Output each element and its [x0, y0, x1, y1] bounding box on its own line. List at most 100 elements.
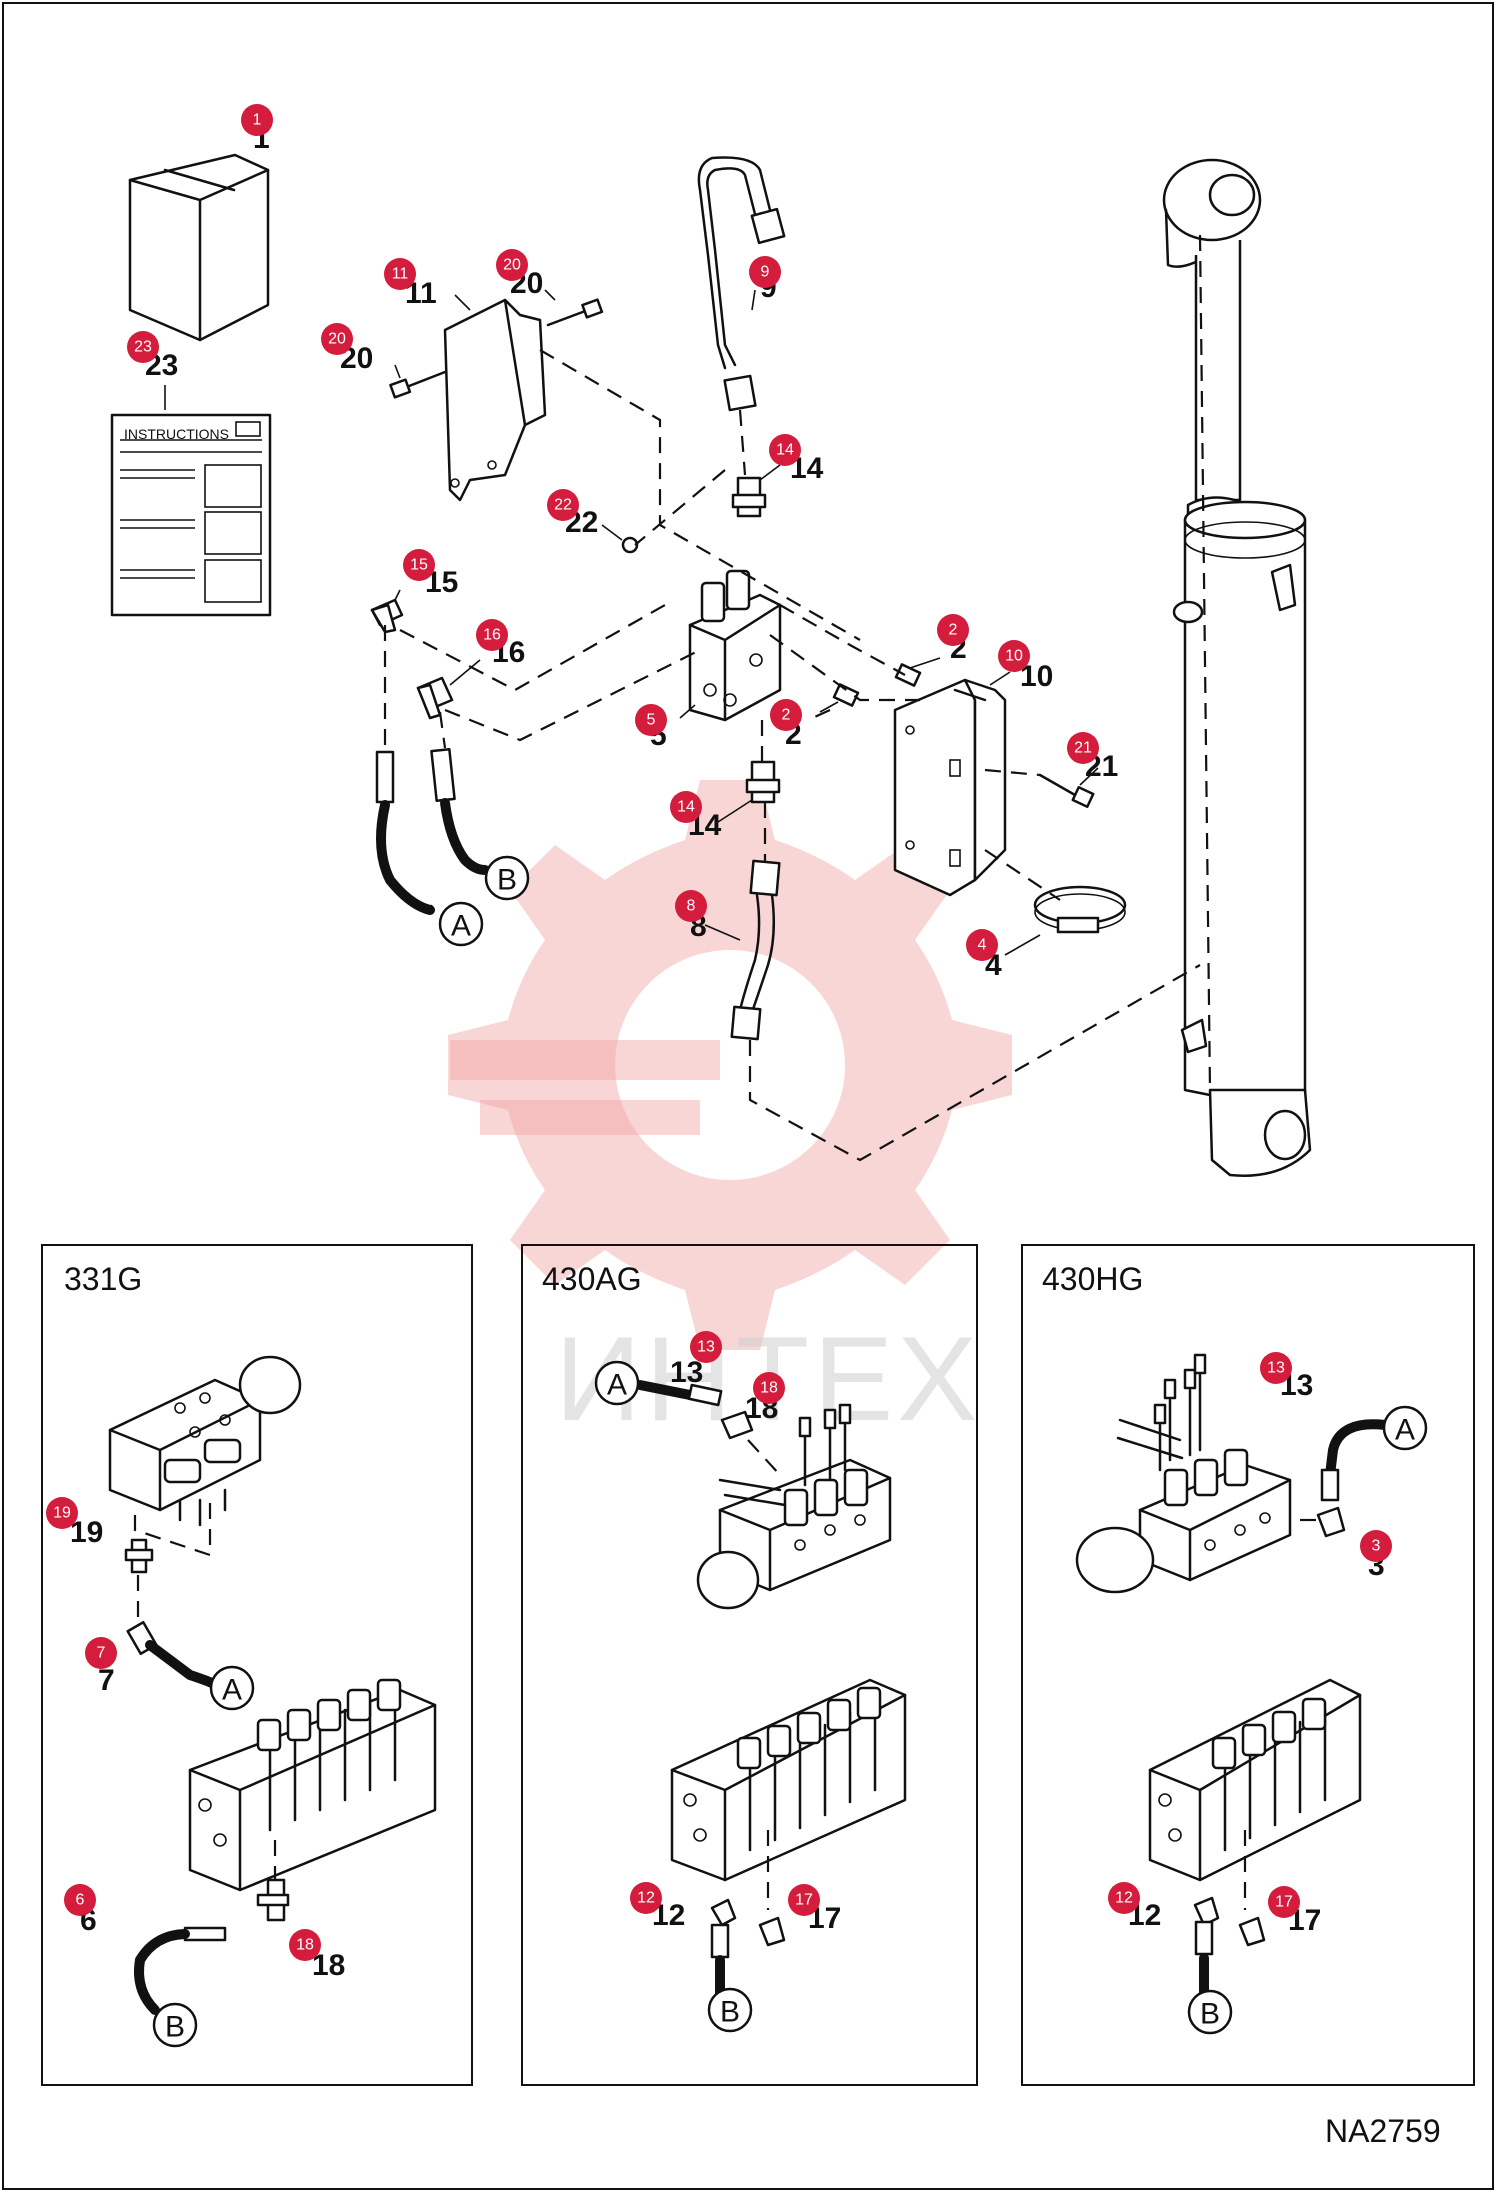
part-instruction-sheet [110, 413, 272, 617]
part-hose-upper-a [375, 750, 435, 915]
svg-text:A: A [1395, 1414, 1415, 1447]
main-callout-badges: 1 23 11 20 20 9 14 22 15 16 5 2 2 10 21 … [127, 104, 1099, 961]
part-mounting-plate [893, 678, 1007, 897]
callout-badge-5: 5 [635, 704, 667, 736]
callout-badge-13: 13 [690, 1331, 722, 1363]
instructions-label: INSTRUCTIONS [124, 426, 229, 442]
part-nut [621, 536, 639, 554]
svg-text:19: 19 [70, 1516, 103, 1549]
part-bolt [389, 298, 604, 399]
part-tube-upper [697, 156, 786, 412]
inset-430ag-badges: 13 18 12 17 [630, 1331, 820, 1916]
svg-text:14: 14 [776, 442, 794, 459]
callout-badge-7: 7 [85, 1637, 117, 1669]
part-tube-lower [730, 859, 781, 1041]
svg-text:A: A [451, 910, 471, 943]
svg-text:A: A [222, 1674, 242, 1707]
svg-text:3: 3 [1372, 1538, 1381, 1555]
svg-text:9: 9 [761, 264, 770, 281]
svg-text:19: 19 [53, 1505, 71, 1522]
inset-430ag-numbers: 13 18 12 17 [652, 1356, 841, 1935]
inset-331g-connection-letter-a: A [209, 1665, 255, 1711]
svg-text:20: 20 [503, 257, 521, 274]
svg-text:B: B [1200, 1998, 1220, 2031]
callout-badge-3: 3 [1360, 1530, 1392, 1562]
callout-badge-13: 13 [1260, 1352, 1292, 1384]
part-hose-clamp [1033, 885, 1127, 934]
inset-title-430ag: 430AG [542, 1261, 642, 1297]
inset-430ag-connection-letter-b: B [707, 1987, 753, 2033]
svg-text:2: 2 [782, 707, 791, 724]
inset-box-430ag [521, 1244, 978, 2086]
svg-text:18: 18 [296, 1937, 314, 1954]
inset-box-331g [41, 1244, 473, 2086]
svg-text:15: 15 [410, 557, 428, 574]
callout-badge-12: 12 [1108, 1882, 1140, 1914]
callout-badge-12: 12 [630, 1882, 662, 1914]
part-bolt-long [1038, 773, 1095, 808]
svg-text:13: 13 [670, 1356, 703, 1389]
assembly-guide-lines [383, 349, 1201, 1162]
callout-badge-4: 4 [966, 929, 998, 961]
part-valve-block [688, 569, 782, 722]
svg-text:7: 7 [98, 1664, 115, 1697]
callout-badge-21: 21 [1067, 732, 1099, 764]
callout-badge-14: 14 [769, 434, 801, 466]
callout-badge-11: 11 [384, 258, 416, 290]
part-hose-upper-b [430, 747, 490, 875]
svg-text:13: 13 [1267, 1360, 1285, 1377]
part-bracket [443, 298, 547, 502]
svg-text:2: 2 [949, 622, 958, 639]
inset-430hg-badges: 13 3 12 17 [1108, 1352, 1392, 1918]
svg-text:A: A [607, 1369, 627, 1402]
svg-text:4: 4 [978, 937, 987, 954]
main-connection-letter-b: B [484, 855, 530, 901]
inset-430ag-drawing [635, 1380, 907, 2005]
svg-text:5: 5 [647, 712, 656, 729]
inset-430hg-connection-letter-b: B [1187, 1989, 1233, 2035]
callout-badge-2: 2 [937, 614, 969, 646]
part-clip [832, 683, 860, 707]
svg-text:10: 10 [1005, 648, 1023, 665]
inset-331g-badges: 19 7 6 18 [46, 1497, 321, 1961]
part-fitting-upper [731, 476, 767, 518]
diagram-code: NA2759 [1325, 2113, 1441, 2149]
svg-text:17: 17 [1275, 1894, 1293, 1911]
callout-badge-20: 20 [496, 249, 528, 281]
svg-text:13: 13 [697, 1339, 715, 1356]
svg-text:22: 22 [554, 497, 572, 514]
leader-lines [394, 289, 1099, 956]
callout-badge-15: 15 [403, 549, 435, 581]
callout-badge-19: 19 [46, 1497, 78, 1529]
callout-badge-16: 16 [476, 619, 508, 651]
svg-text:1: 1 [253, 112, 262, 129]
callout-badge-18: 18 [753, 1372, 785, 1404]
callout-badge-14: 14 [670, 791, 702, 823]
callout-badge-23: 23 [127, 331, 159, 363]
inset-430hg-drawing [1075, 1353, 1390, 2005]
callout-badge-17: 17 [788, 1884, 820, 1916]
main-connection-letter-a: A [438, 901, 484, 947]
part-elbow-fitting [370, 598, 454, 720]
callout-badge-1: 1 [241, 104, 273, 136]
svg-text:7: 7 [97, 1645, 106, 1662]
inset-331g-drawing [108, 1355, 437, 2015]
inset-title-331g: 331G [64, 1261, 142, 1297]
svg-text:21: 21 [1074, 740, 1092, 757]
inset-title-430hg: 430HG [1042, 1261, 1143, 1297]
callout-badge-22: 22 [547, 489, 579, 521]
inset-430ag-connection-letter-a: A [594, 1360, 640, 1406]
callout-badge-18: 18 [289, 1929, 321, 1961]
svg-text:20: 20 [328, 331, 346, 348]
svg-text:6: 6 [76, 1892, 85, 1909]
inset-331g-connection-letter-b: B [152, 2002, 198, 2048]
svg-text:B: B [165, 2011, 185, 2044]
svg-text:18: 18 [760, 1380, 778, 1397]
svg-text:8: 8 [687, 898, 696, 915]
svg-text:12: 12 [1115, 1890, 1133, 1907]
callout-badge-2: 2 [770, 699, 802, 731]
callout-badge-9: 9 [749, 256, 781, 288]
callout-badge-10: 10 [998, 640, 1030, 672]
